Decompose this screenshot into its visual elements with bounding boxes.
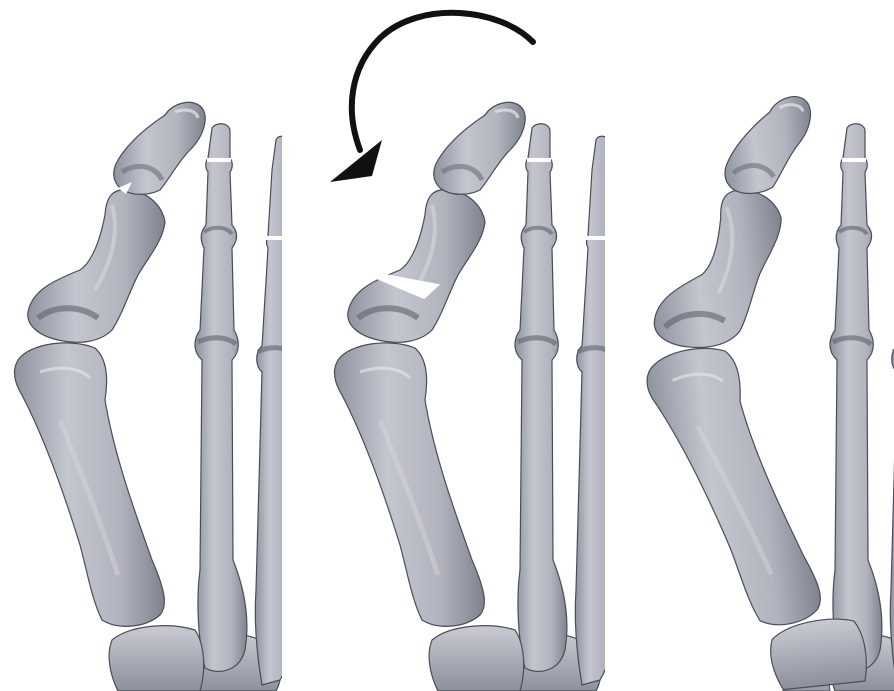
foot-bones-after-image <box>615 0 894 691</box>
foot-bones-before-image <box>0 0 282 691</box>
big-toe-bones <box>15 102 206 691</box>
second-toe-bones <box>515 124 567 672</box>
third-toe-bones <box>255 136 282 685</box>
panel-before <box>0 0 282 691</box>
panel-wedge <box>300 0 605 691</box>
big-toe-bones <box>335 102 526 691</box>
second-toe-bones <box>195 124 247 672</box>
third-toe-bones <box>575 136 605 685</box>
third-toe-bones <box>890 136 894 685</box>
foot-bones-wedge-image <box>300 0 605 691</box>
panel-after <box>615 0 894 691</box>
second-toe-bones <box>830 124 882 672</box>
